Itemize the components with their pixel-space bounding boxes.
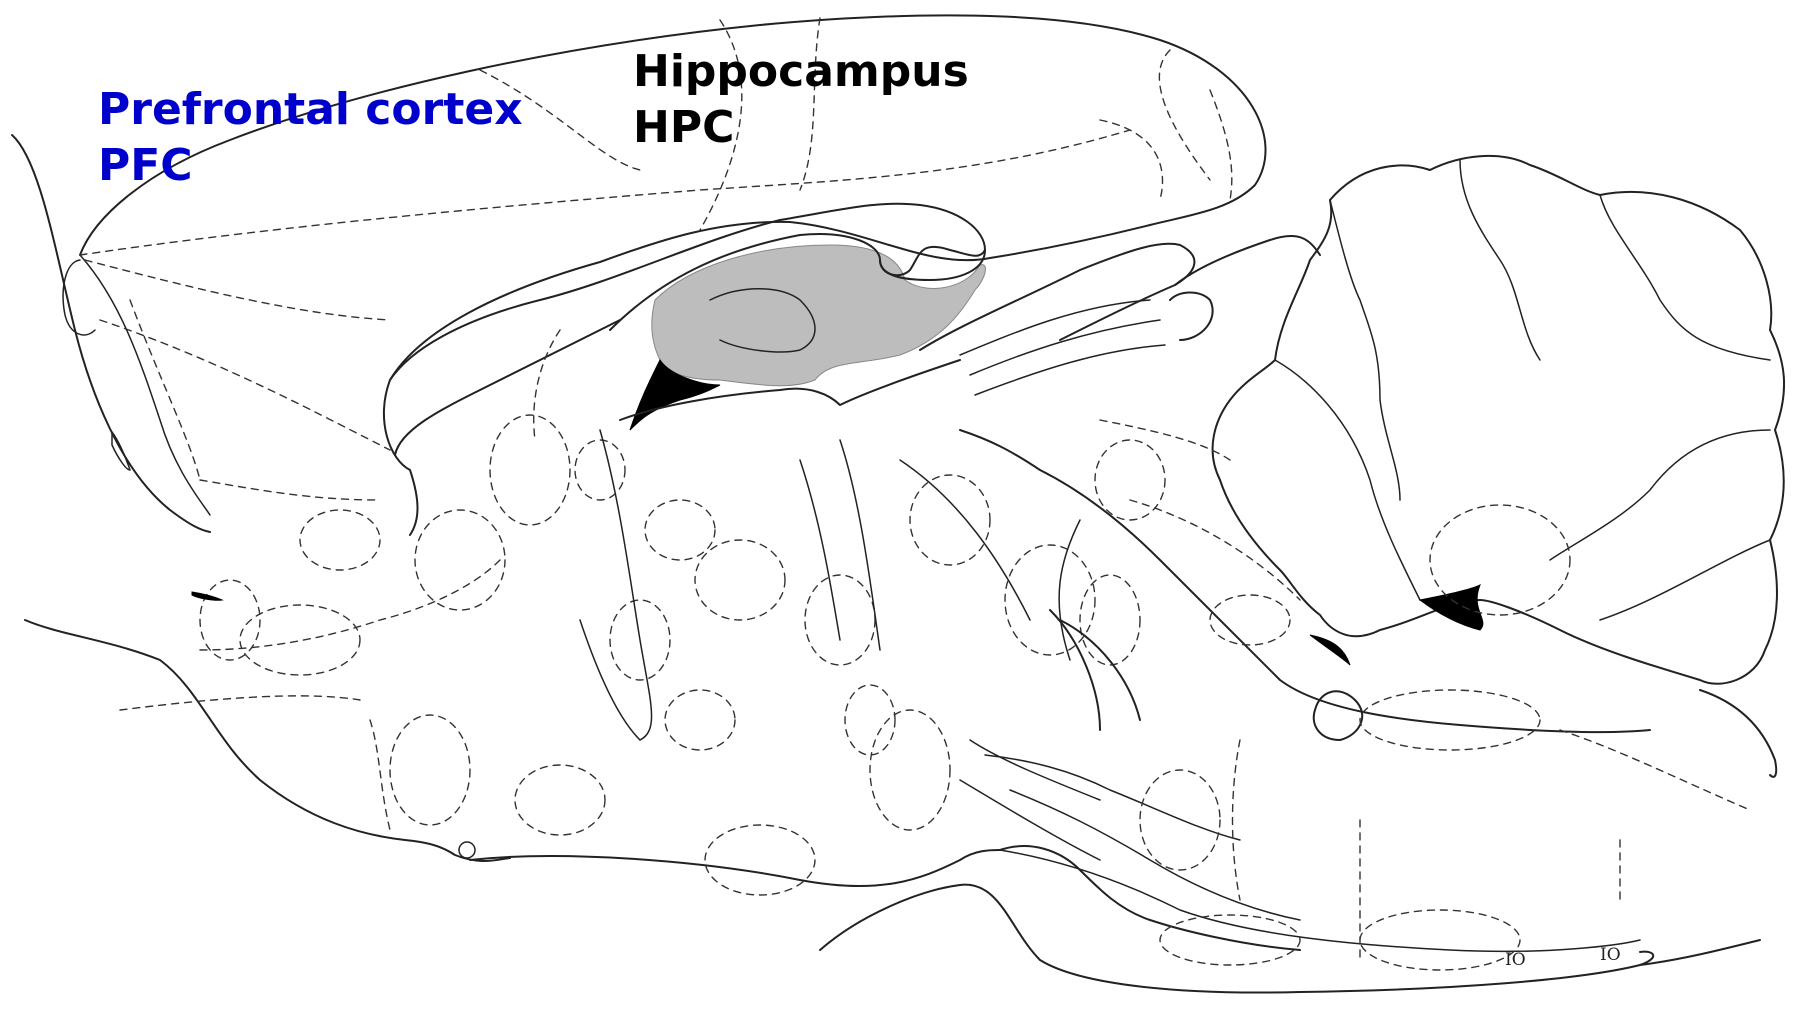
tract-2 bbox=[120, 696, 360, 710]
nucleus-1 bbox=[490, 415, 570, 525]
tract-9 bbox=[1100, 420, 1230, 460]
fiber-1 bbox=[600, 430, 652, 740]
fiber-10 bbox=[1060, 620, 1140, 720]
cortex-divider-8 bbox=[1210, 90, 1232, 200]
tract-7 bbox=[1560, 730, 1750, 810]
fourth-ventricle-2 bbox=[1420, 585, 1483, 630]
nucleus-7 bbox=[805, 575, 875, 665]
nucleus-23 bbox=[300, 510, 380, 570]
hpc-name: Hippocampus bbox=[633, 44, 969, 100]
hpc-label: Hippocampus HPC bbox=[633, 44, 969, 156]
tract-10 bbox=[534, 330, 560, 440]
nucleus-15 bbox=[1210, 595, 1290, 645]
nucleus-14 bbox=[1080, 575, 1140, 665]
colliculus bbox=[1175, 236, 1320, 285]
fourth-ventricle bbox=[1310, 635, 1350, 665]
nucleus-9 bbox=[1005, 545, 1095, 655]
tract-1 bbox=[200, 560, 500, 650]
ventral-brainstem bbox=[1000, 850, 1640, 951]
cortex-divider-2 bbox=[85, 260, 390, 320]
cerebellar-peduncle bbox=[1314, 691, 1362, 740]
tract-4 bbox=[1233, 740, 1241, 900]
medulla-outline bbox=[1640, 940, 1760, 965]
nucleus-8 bbox=[910, 475, 990, 565]
nucleus-21 bbox=[575, 440, 625, 500]
colliculus-2 bbox=[1170, 293, 1213, 341]
nucleus-19 bbox=[1360, 690, 1540, 750]
cortex-lower-line bbox=[80, 255, 210, 515]
io-label-1: IO bbox=[1505, 950, 1526, 970]
nucleus-4 bbox=[390, 715, 470, 825]
nucleus-2 bbox=[415, 510, 505, 610]
cerebellum-folia-4 bbox=[1550, 430, 1770, 560]
nucleus-6 bbox=[695, 540, 785, 620]
pons-shape bbox=[1000, 846, 1300, 950]
small-dark-mark bbox=[192, 592, 222, 600]
ventral-extension bbox=[820, 885, 1653, 993]
cortex-divider-7 bbox=[1159, 50, 1210, 180]
cortex-divider-3 bbox=[100, 320, 390, 450]
hpc-abbr: HPC bbox=[633, 100, 969, 156]
cerebellum-folia-3 bbox=[1600, 195, 1770, 360]
cortex-divider-9 bbox=[1100, 120, 1163, 200]
nucleus-11 bbox=[870, 710, 950, 830]
front-pole bbox=[12, 135, 210, 532]
fiber-2 bbox=[840, 440, 880, 650]
fiber-8 bbox=[1059, 520, 1080, 660]
spinal-edge bbox=[1700, 690, 1776, 777]
io-label-2: IO bbox=[1600, 945, 1621, 965]
pfc-label: Prefrontal cortex PFC bbox=[98, 82, 523, 194]
brainstem-upper bbox=[960, 430, 1650, 732]
nucleus-18 bbox=[1360, 910, 1520, 970]
small-circle bbox=[459, 842, 475, 858]
ventral-pons bbox=[470, 850, 1000, 886]
nucleus-5 bbox=[515, 765, 605, 835]
nucleus-10 bbox=[705, 825, 815, 895]
nucleus-22 bbox=[645, 500, 715, 560]
cerebellum-folia-1 bbox=[1330, 200, 1400, 500]
cerebellum-outline bbox=[1213, 156, 1784, 684]
midbrain-lines-3 bbox=[975, 345, 1165, 395]
pfc-name: Prefrontal cortex bbox=[98, 82, 523, 138]
nucleus-26 bbox=[665, 690, 735, 750]
ventral-outline bbox=[25, 620, 510, 861]
fiber-5 bbox=[900, 460, 1030, 620]
cerebellum-folia-2 bbox=[1460, 160, 1540, 360]
cortex-divider-11 bbox=[130, 300, 200, 480]
corpus-callosum-lower bbox=[395, 320, 620, 455]
midbrain-lines-1 bbox=[960, 300, 1150, 355]
tract-3 bbox=[370, 720, 390, 830]
fiber-4 bbox=[580, 620, 640, 740]
cerebellum-folia-5 bbox=[1600, 540, 1770, 620]
cortex-divider-10 bbox=[200, 480, 380, 500]
tract-8 bbox=[1130, 500, 1300, 600]
fiber-6 bbox=[970, 740, 1100, 800]
pfc-abbr: PFC bbox=[98, 138, 523, 194]
midbrain-lines-2 bbox=[970, 320, 1160, 375]
nucleus-3 bbox=[240, 605, 360, 675]
